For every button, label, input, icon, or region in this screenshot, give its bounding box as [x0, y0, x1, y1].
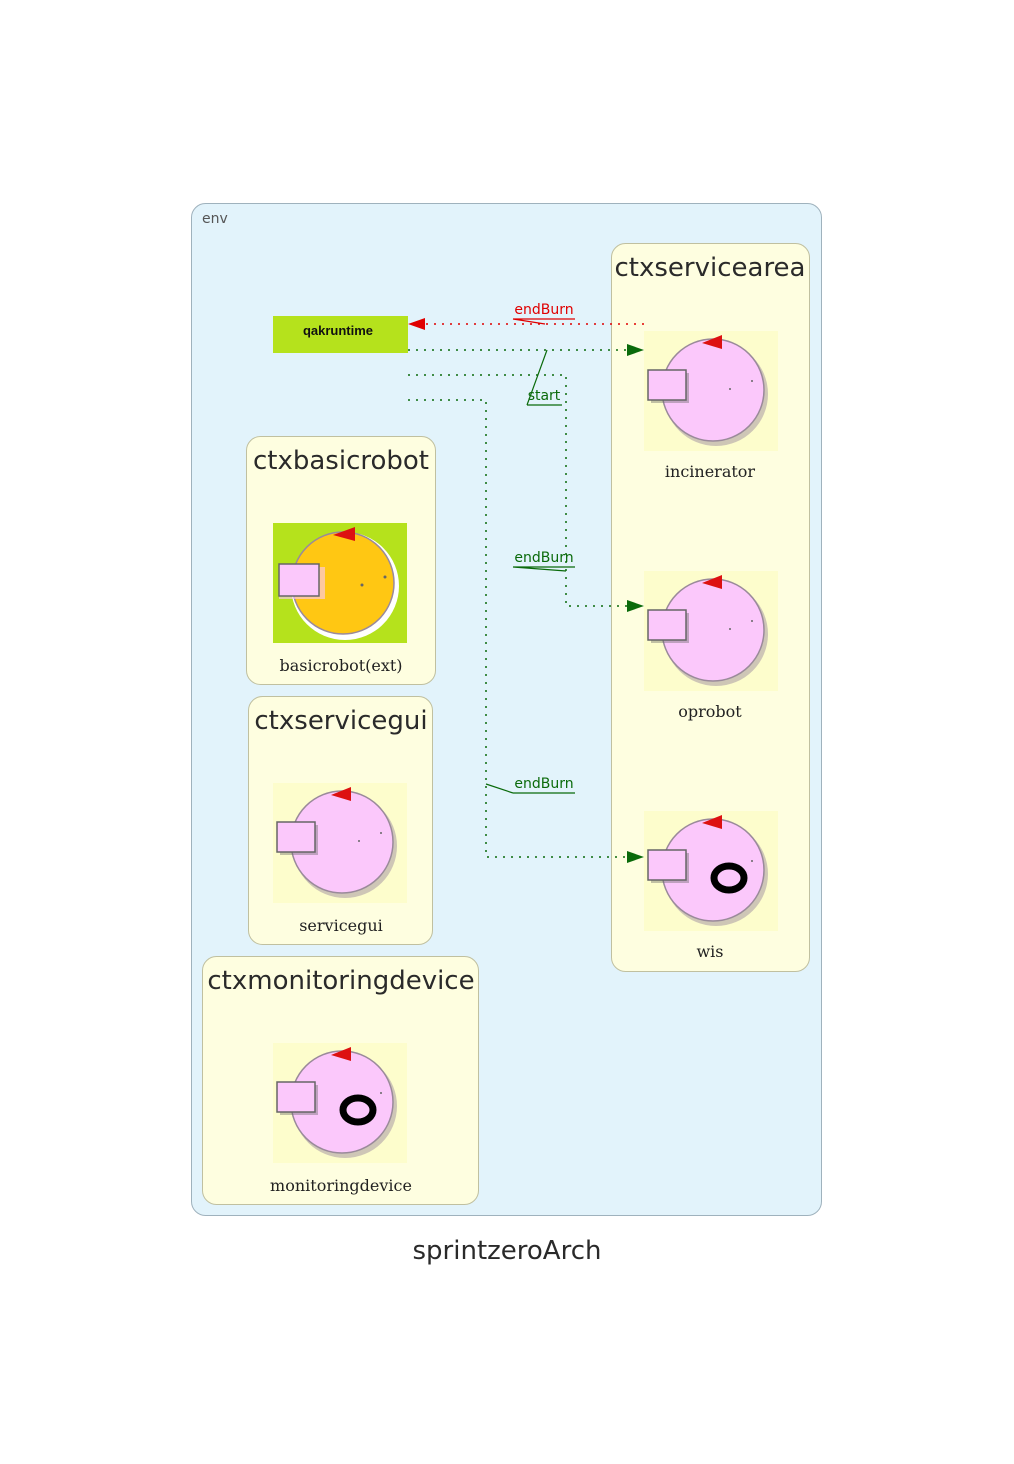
msg-endburn-to-wis-underline	[485, 783, 575, 794]
msg-endburn-to-wis-label: endBurn	[514, 776, 573, 792]
actor-incinerator-label: incinerator	[665, 462, 756, 481]
actor-plain-icon	[644, 331, 778, 451]
actor-servicegui[interactable]: servicegui	[273, 783, 407, 935]
arrowhead-right-icon	[627, 600, 644, 612]
ctx-monitoringdevice-title: ctxmonitoringdevice	[207, 966, 474, 996]
actor-wis[interactable]: wis	[644, 811, 778, 961]
actor-plain-icon	[273, 783, 407, 903]
actor-oprobot-label: oprobot	[678, 702, 742, 721]
arrowhead-left-icon	[408, 318, 425, 330]
msg-endburn-to-wis: endBurn	[408, 399, 644, 863]
actor-monitoringdevice[interactable]: monitoringdevice	[270, 1043, 412, 1195]
actor-ring-icon	[644, 811, 778, 931]
env-label: env	[202, 211, 228, 227]
actor-incinerator[interactable]: incinerator	[644, 331, 778, 481]
actor-basicrobot[interactable]: basicrobot(ext)	[273, 523, 407, 675]
diagram-title: sprintzeroArch	[413, 1236, 602, 1266]
actor-servicegui-label: servicegui	[299, 916, 383, 935]
msg-start-to-incinerator: start	[408, 344, 644, 406]
msg-endburn-to-oprobot: endBurn	[408, 374, 644, 612]
arrowhead-right-icon	[627, 344, 644, 356]
msg-start-to-incinerator-underline	[526, 349, 562, 406]
actor-basicrobot-label: basicrobot(ext)	[279, 656, 402, 675]
arrowhead-right-icon	[627, 851, 644, 863]
msg-endburn-to-runtime-label: endBurn	[514, 302, 573, 318]
qakruntime-label: qakruntime	[303, 323, 373, 338]
msg-endburn-to-oprobot-line	[408, 374, 628, 607]
actor-plain-icon	[644, 571, 778, 691]
ctx-servicegui-title: ctxservicegui	[254, 706, 427, 736]
actor-ring-icon	[273, 1043, 407, 1163]
msg-endburn-to-oprobot-label: endBurn	[514, 550, 573, 566]
actor-oprobot[interactable]: oprobot	[644, 571, 778, 721]
actor-monitoringdevice-label: monitoringdevice	[270, 1176, 412, 1195]
qakruntime-box[interactable]	[273, 316, 408, 353]
msg-endburn-to-runtime-underline	[512, 318, 575, 325]
actor-wis-label: wis	[696, 942, 723, 961]
actor-external-icon	[273, 523, 407, 643]
msg-endburn-to-oprobot-underline	[512, 566, 575, 572]
ctx-servicearea-title: ctxservicearea	[615, 253, 806, 283]
msg-endburn-to-runtime: endBurn	[408, 302, 644, 330]
ctx-basicrobot-title: ctxbasicrobot	[253, 446, 429, 476]
msg-start-to-incinerator-label: start	[528, 388, 561, 404]
